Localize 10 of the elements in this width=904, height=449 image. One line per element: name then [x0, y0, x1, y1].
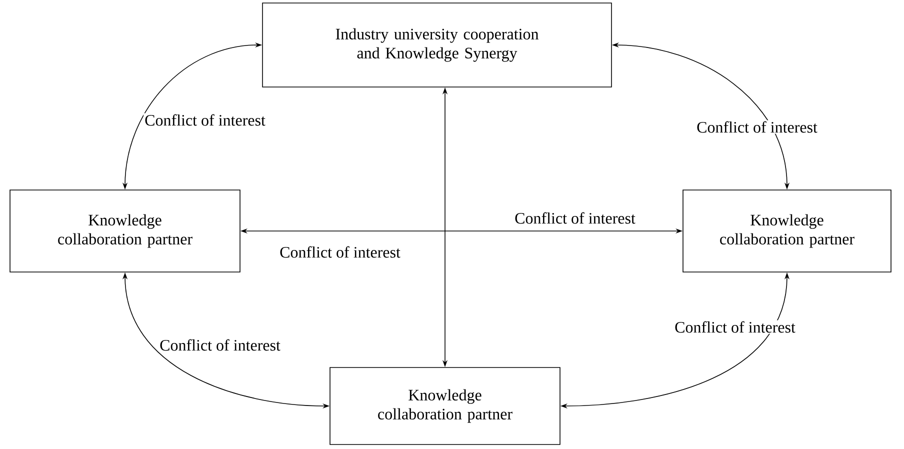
note-text: Conflict of interest: [278, 245, 402, 259]
process-box: Knowledge collaboration partner: [10, 190, 240, 272]
edge-label: Conflict of interest: [696, 120, 818, 134]
process-box: Industry university cooperation and Knowledge Synergy: [262, 2, 612, 88]
edge-label: Conflict of interest: [144, 113, 266, 127]
process-box: Knowledge collaboration partner: [330, 367, 560, 445]
process-box: Knowledge collaboration partner: [682, 190, 892, 272]
edge-label: Conflict of interest: [158, 338, 282, 352]
edge-label: Conflict of interest: [674, 320, 796, 334]
edge-label: Conflict of interest: [514, 211, 636, 225]
